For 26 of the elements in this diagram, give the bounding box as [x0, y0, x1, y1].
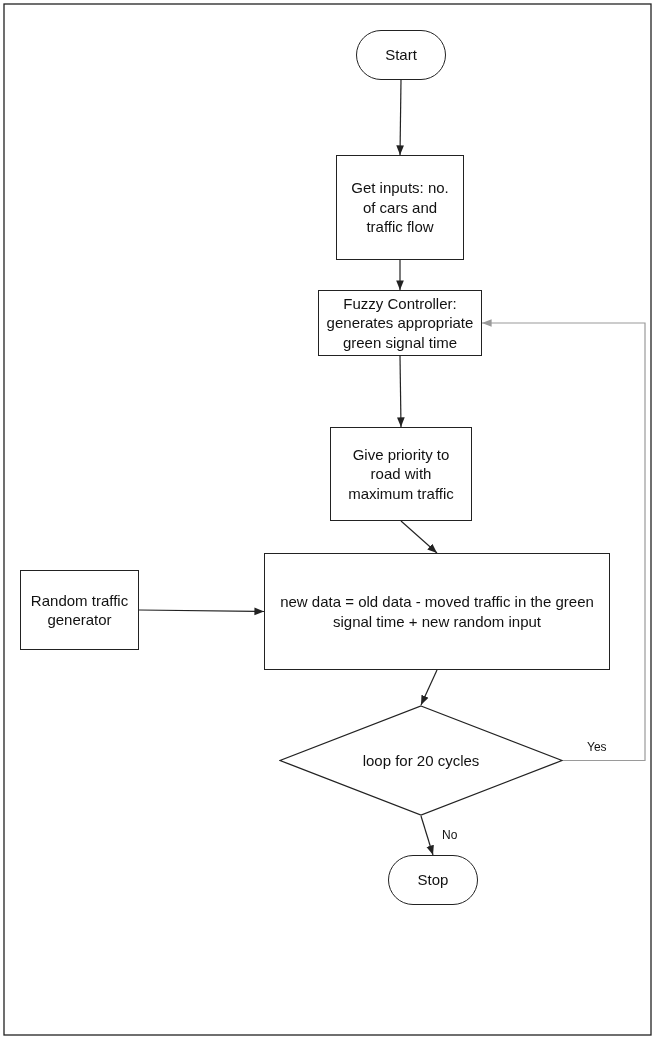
- process-box: [336, 155, 464, 260]
- process-box: [264, 553, 610, 670]
- arrow: [397, 355, 405, 428]
- arrow: [481, 319, 646, 762]
- terminal-shape: [388, 855, 478, 905]
- node-text: loop for 20 cycles: [361, 750, 481, 771]
- node-text: Random traffic generator: [29, 590, 130, 630]
- decision-diamond: [279, 705, 563, 816]
- edge-label: No: [440, 828, 460, 842]
- arrow: [420, 669, 438, 706]
- arrow: [396, 79, 404, 156]
- arrow: [396, 259, 404, 291]
- arrow: [138, 607, 265, 616]
- node-text: Fuzzy Controller: generates appropriate green signal time: [325, 293, 475, 353]
- node-text: Get inputs: no. of cars and traffic flow: [350, 178, 450, 237]
- process-box: [20, 570, 139, 650]
- node-text: new data = old data - moved traffic in the green signal time + new random input: [279, 592, 595, 631]
- node-text: Stop: [416, 870, 450, 890]
- arrow: [420, 815, 434, 856]
- node-text: Start: [384, 45, 418, 65]
- process-box: [318, 290, 482, 356]
- node-text: Give priority to road with maximum traffic: [347, 444, 455, 504]
- terminal-shape: [356, 30, 446, 80]
- arrow: [400, 520, 438, 554]
- process-box: [330, 427, 472, 521]
- edge-label: Yes: [585, 740, 609, 754]
